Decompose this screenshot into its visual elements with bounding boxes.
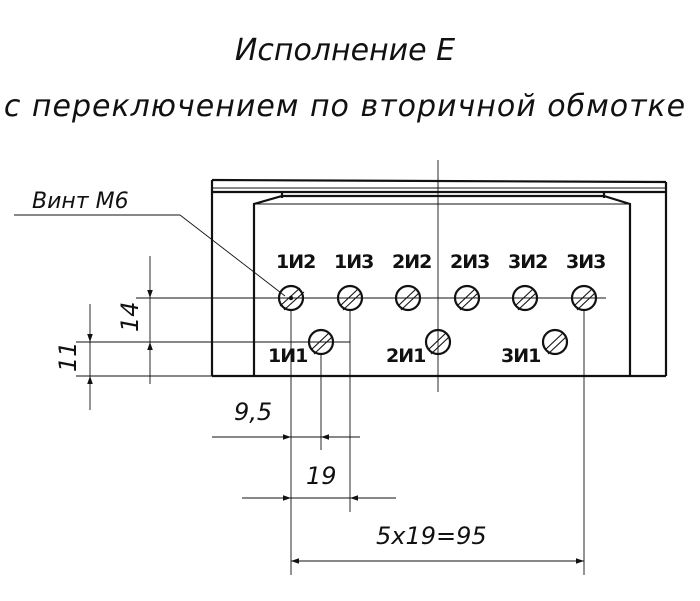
label-2i2: 2И2 (392, 251, 431, 273)
dimension-11-text: 11 (54, 341, 82, 372)
label-2i3: 2И3 (450, 251, 489, 273)
drawing-subtitle: с переключением по вторичной обмотке (4, 89, 686, 124)
label-2i1: 2И1 (386, 345, 425, 367)
dimension-14-text: 14 (116, 301, 144, 332)
dimension-9-5-text: 9,5 (234, 398, 272, 426)
screw-label: Винт М6 (32, 189, 129, 214)
label-1i3: 1И3 (334, 251, 373, 273)
terminal-labels-bottom: 1И1 2И1 3И1 (268, 345, 541, 367)
label-3i2: 3И2 (508, 251, 547, 273)
label-1i2: 1И2 (276, 251, 315, 273)
vertical-extension-lines (290, 310, 585, 575)
row-extension-lines (76, 297, 606, 377)
label-3i3: 3И3 (566, 251, 605, 273)
block-body (210, 178, 668, 378)
terminal-3i1 (541, 328, 569, 356)
dimension-19-text: 19 (306, 462, 337, 490)
dimension-95-text: 5х19=95 (376, 522, 487, 550)
label-1i1: 1И1 (268, 345, 307, 367)
drawing-title: Исполнение Е (235, 33, 455, 68)
screw-leader (14, 214, 286, 297)
terminal-labels-top: 1И2 1И3 2И2 2И3 3И2 3И3 (276, 251, 606, 273)
label-3i1: 3И1 (501, 345, 540, 367)
terminal-2i1 (424, 328, 452, 356)
